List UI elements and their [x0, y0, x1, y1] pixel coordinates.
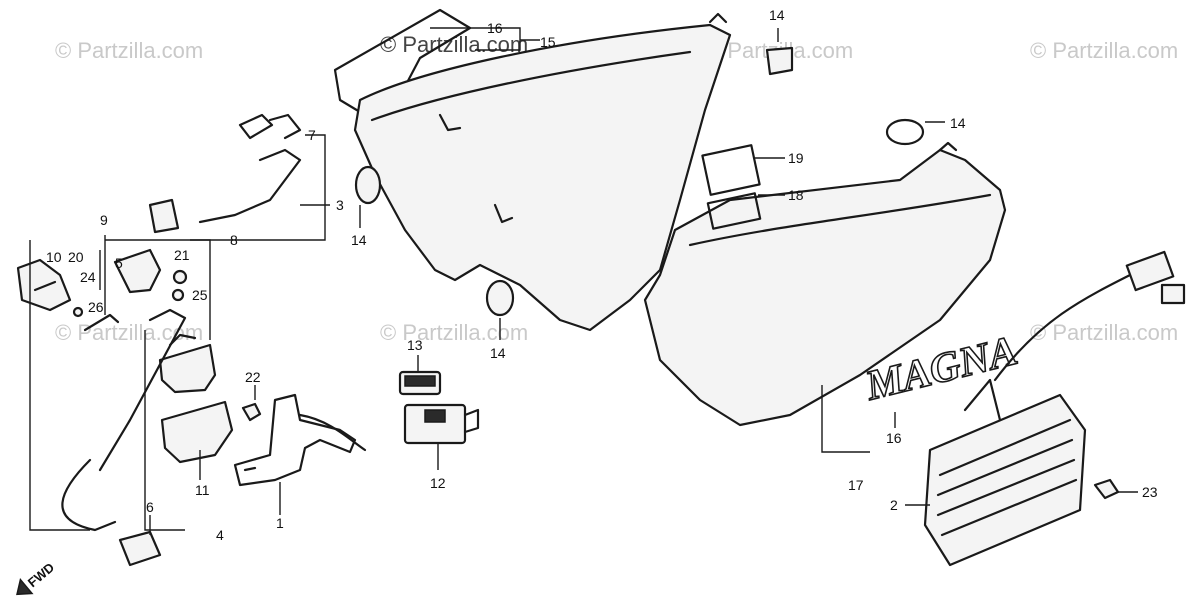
regulator-rectifier	[923, 250, 1186, 567]
callout-22: 22	[245, 369, 261, 385]
direction-label: FWD	[25, 560, 57, 591]
watermark: © Partzilla.com	[380, 320, 528, 345]
callout-8: 8	[230, 232, 238, 248]
callout-18: 18	[788, 187, 804, 203]
nut-22	[241, 402, 262, 422]
callout-3: 3	[336, 197, 344, 213]
grommets	[354, 46, 925, 317]
left-side-cover	[333, 8, 732, 332]
callout-9: 9	[100, 212, 108, 228]
cables	[61, 113, 302, 567]
right-side-cover	[643, 141, 1007, 427]
callout-23: 23	[1142, 484, 1158, 500]
bracket-1	[233, 393, 367, 487]
callout-25: 25	[192, 287, 208, 303]
watermark: © Partzilla.com	[55, 320, 203, 345]
callout-16-emblem: 16	[886, 430, 902, 446]
decal-19	[701, 144, 761, 196]
callout-13: 13	[407, 337, 423, 353]
callout-labels: 16 15 14 14 14 14 19 18 16 17 23 2 7 3 8…	[46, 7, 1158, 543]
bolt-23	[1093, 478, 1120, 500]
callout-24: 24	[80, 269, 96, 285]
callout-7: 7	[308, 127, 316, 143]
arrow-icon	[16, 578, 34, 596]
watermark-main: © Partzilla.com	[380, 32, 528, 57]
callout-14-bottom: 14	[490, 345, 506, 361]
callout-2: 2	[890, 497, 898, 513]
callout-14-top: 14	[769, 7, 785, 23]
callout-5: 5	[115, 255, 123, 271]
callout-16-top: 16	[487, 20, 503, 36]
starter-relay	[158, 333, 234, 464]
watermark: © Partzilla.com	[1030, 320, 1178, 345]
leader-lines	[29, 27, 1138, 535]
callout-17: 17	[848, 477, 864, 493]
callout-1: 1	[276, 515, 284, 531]
forward-arrow: FWD	[16, 560, 57, 596]
callout-12: 12	[430, 475, 446, 491]
callout-21: 21	[174, 247, 190, 263]
callout-10: 10	[46, 249, 62, 265]
callout-19: 19	[788, 150, 804, 166]
callout-14-left: 14	[351, 232, 367, 248]
left-small-parts	[16, 248, 188, 332]
callout-4: 4	[216, 527, 224, 543]
callout-11: 11	[195, 482, 210, 498]
watermark: © Partzilla.com	[55, 38, 203, 63]
callout-20: 20	[68, 249, 84, 265]
callout-15: 15	[540, 34, 556, 50]
callout-6: 6	[146, 499, 154, 515]
relays	[398, 370, 480, 445]
watermark: © Partzilla.com	[1030, 38, 1178, 63]
decal-18	[706, 192, 762, 230]
callout-26: 26	[88, 299, 104, 315]
callout-14-right: 14	[950, 115, 966, 131]
